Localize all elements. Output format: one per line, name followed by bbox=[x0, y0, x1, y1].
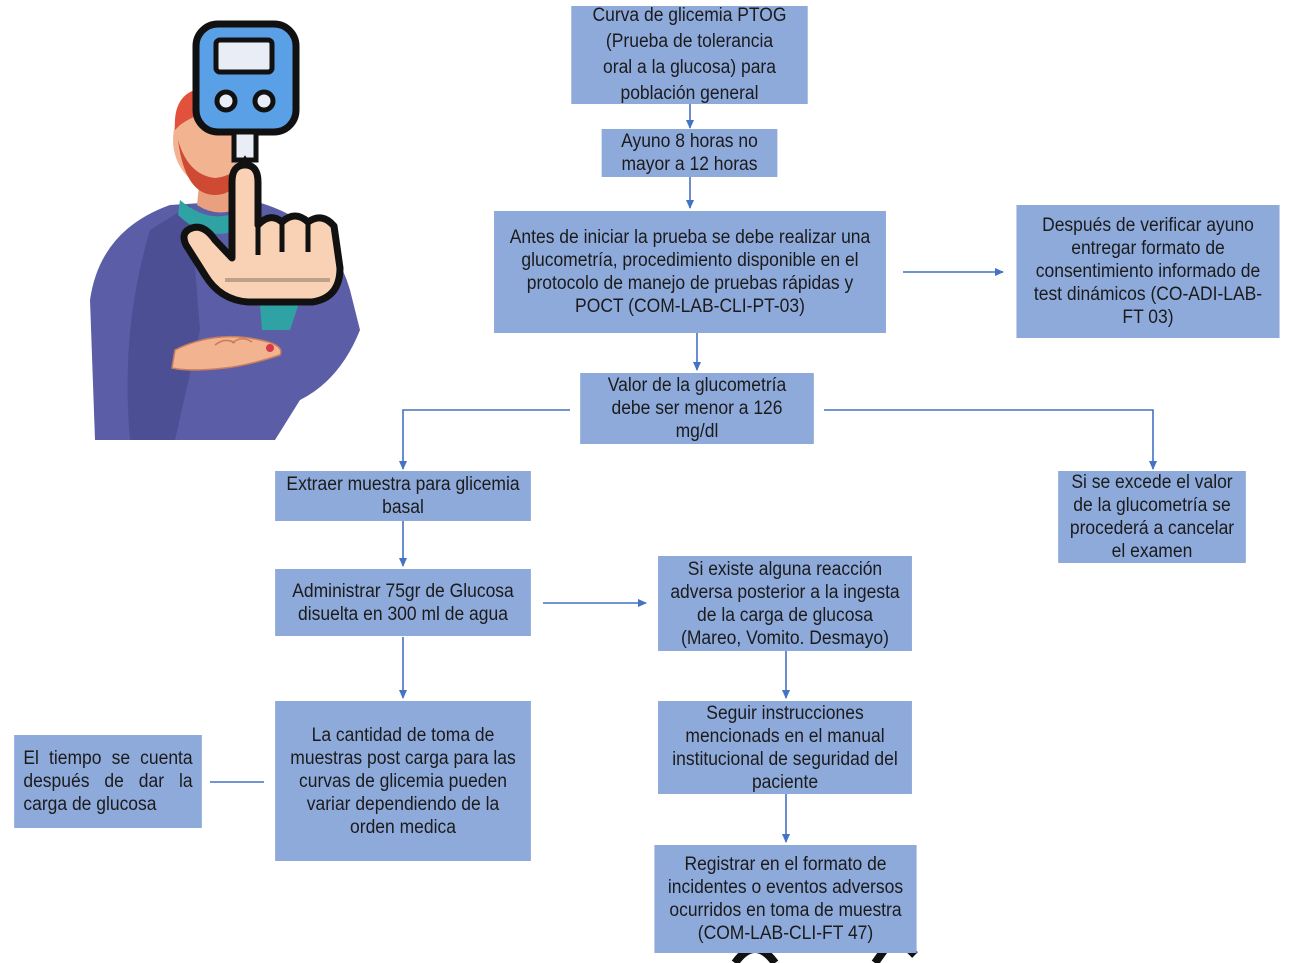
box-before-test: Antes de iniciar la prueba se debe reali… bbox=[494, 211, 886, 333]
box-extract-sample: Extraer muestra para glicemia basal bbox=[275, 471, 531, 521]
box-fasting: Ayuno 8 horas no mayor a 12 horas bbox=[601, 129, 778, 177]
arrow-value-to-cancel bbox=[824, 409, 1157, 470]
box-cancel-exam: Si se excede el valor de la glucometría … bbox=[1058, 471, 1246, 563]
box-follow-instructions: Seguir instrucciones mencionads en el ma… bbox=[658, 701, 912, 794]
box-glucometry-value: Valor de la glucometría debe ser menor a… bbox=[580, 373, 814, 444]
glucometer-icon bbox=[192, 20, 300, 181]
box-adverse-reaction: Si existe alguna reacción adversa poster… bbox=[658, 556, 912, 651]
box-register: Registrar en el formato de incidentes o … bbox=[654, 845, 917, 953]
box-title: Curva de glicemia PTOG (Prueba de tolera… bbox=[571, 5, 808, 104]
box-time-note: El tiempo se cuenta después de dar la ca… bbox=[14, 735, 202, 828]
arrow-value-to-extract bbox=[399, 409, 570, 470]
box-consent: Después de verificar ayuno entregar form… bbox=[1016, 205, 1280, 338]
open-hand bbox=[171, 335, 282, 371]
person-with-glucometer-illustration bbox=[90, 20, 360, 440]
blood-drop-icon bbox=[266, 344, 274, 352]
pointing-hand-icon bbox=[180, 161, 344, 306]
box-sample-count: La cantidad de toma de muestras post car… bbox=[275, 701, 531, 861]
box-administer: Administrar 75gr de Glucosa disuelta en … bbox=[275, 569, 531, 636]
